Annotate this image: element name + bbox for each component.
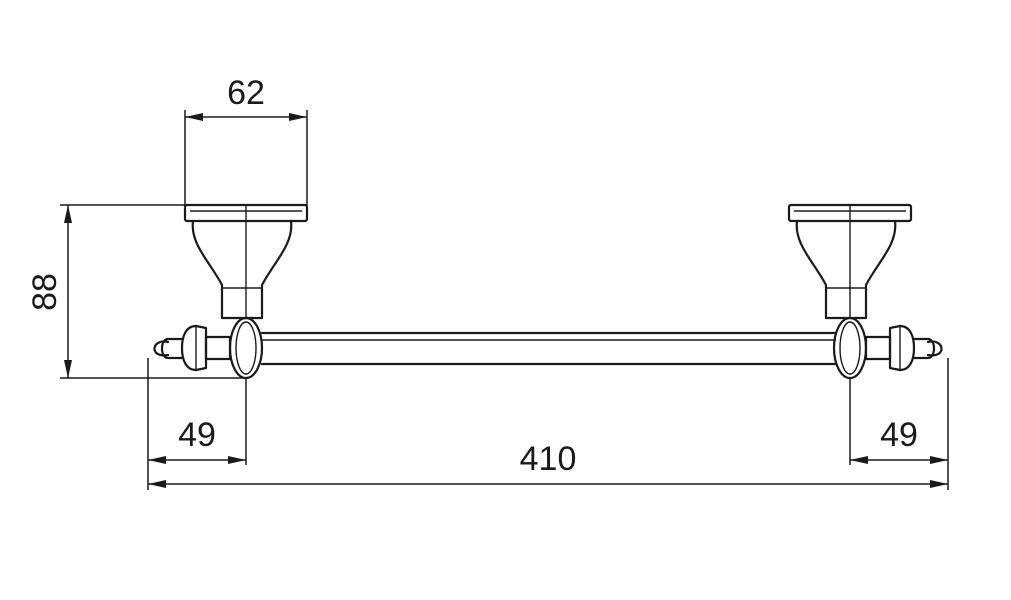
left-bracket [183, 203, 309, 320]
right-finial [832, 316, 943, 380]
dimension-left-offset: 49 [147, 358, 247, 490]
dimension-height: 88 [26, 204, 246, 379]
dimension-label-49-right: 49 [880, 416, 918, 454]
dimension-label-410: 410 [520, 440, 577, 478]
dimension-label-62: 62 [227, 74, 265, 112]
dimension-total-length: 410 [148, 440, 948, 488]
right-bracket [787, 203, 913, 320]
dimension-bracket-width: 62 [184, 74, 308, 205]
dimension-label-49-left: 49 [178, 416, 216, 454]
dimension-label-88: 88 [26, 273, 64, 311]
dimension-right-offset: 49 [849, 358, 949, 490]
towel-bar-rod [260, 331, 838, 366]
left-finial [153, 316, 264, 380]
